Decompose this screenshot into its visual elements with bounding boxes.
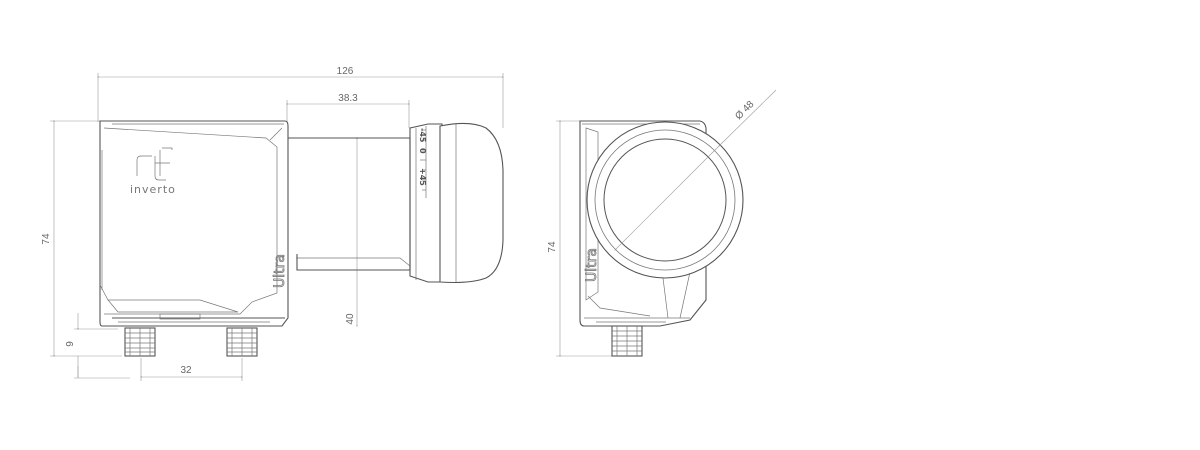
logo-wordmark: inverto [130, 183, 176, 196]
dimension-feed-diameter-label: Ø 48 [733, 99, 756, 122]
dimension-height-right-label: 74 [547, 241, 558, 253]
dimension-horn-length: 38.3 [285, 93, 411, 128]
dimension-connector-height-label: 9 [65, 341, 76, 347]
dimension-height-right: 74 [547, 119, 612, 358]
skew-scale-top-label: -45 [418, 128, 427, 143]
dimension-connector-spacing: 32 [139, 358, 244, 381]
front-view: 74 Ultra Ø 48 [547, 89, 777, 358]
dimension-height-left-label: 74 [41, 233, 52, 245]
skew-scale-mid-label: 0 [418, 148, 427, 154]
skew-scale-bottom-label: +45 [418, 168, 427, 186]
f-connector-left [124, 327, 156, 357]
side-view: 126 38.3 74 9 [41, 66, 505, 381]
f-connector-front [611, 325, 643, 357]
dimension-overall-length-label: 126 [337, 66, 354, 77]
dimension-horn-length-label: 38.3 [338, 93, 358, 104]
f-connector-right [226, 327, 258, 357]
product-name-label: Ultra [272, 254, 288, 288]
product-name-label-front: Ultra [584, 248, 600, 282]
feed-horn-side [288, 122, 504, 284]
skew-scale: -45 0 +45 [418, 126, 427, 198]
dimension-horn-height: 40 [345, 136, 358, 328]
dimension-horn-height-label: 40 [345, 313, 356, 325]
dimension-overall-length: 126 [96, 66, 505, 128]
lnb-housing-side [99, 120, 289, 327]
dimension-height-left: 74 [41, 119, 122, 358]
inverto-logo: inverto [130, 147, 176, 196]
dimension-connector-spacing-label: 32 [180, 365, 192, 376]
dimension-connector-height: 9 [65, 313, 130, 379]
